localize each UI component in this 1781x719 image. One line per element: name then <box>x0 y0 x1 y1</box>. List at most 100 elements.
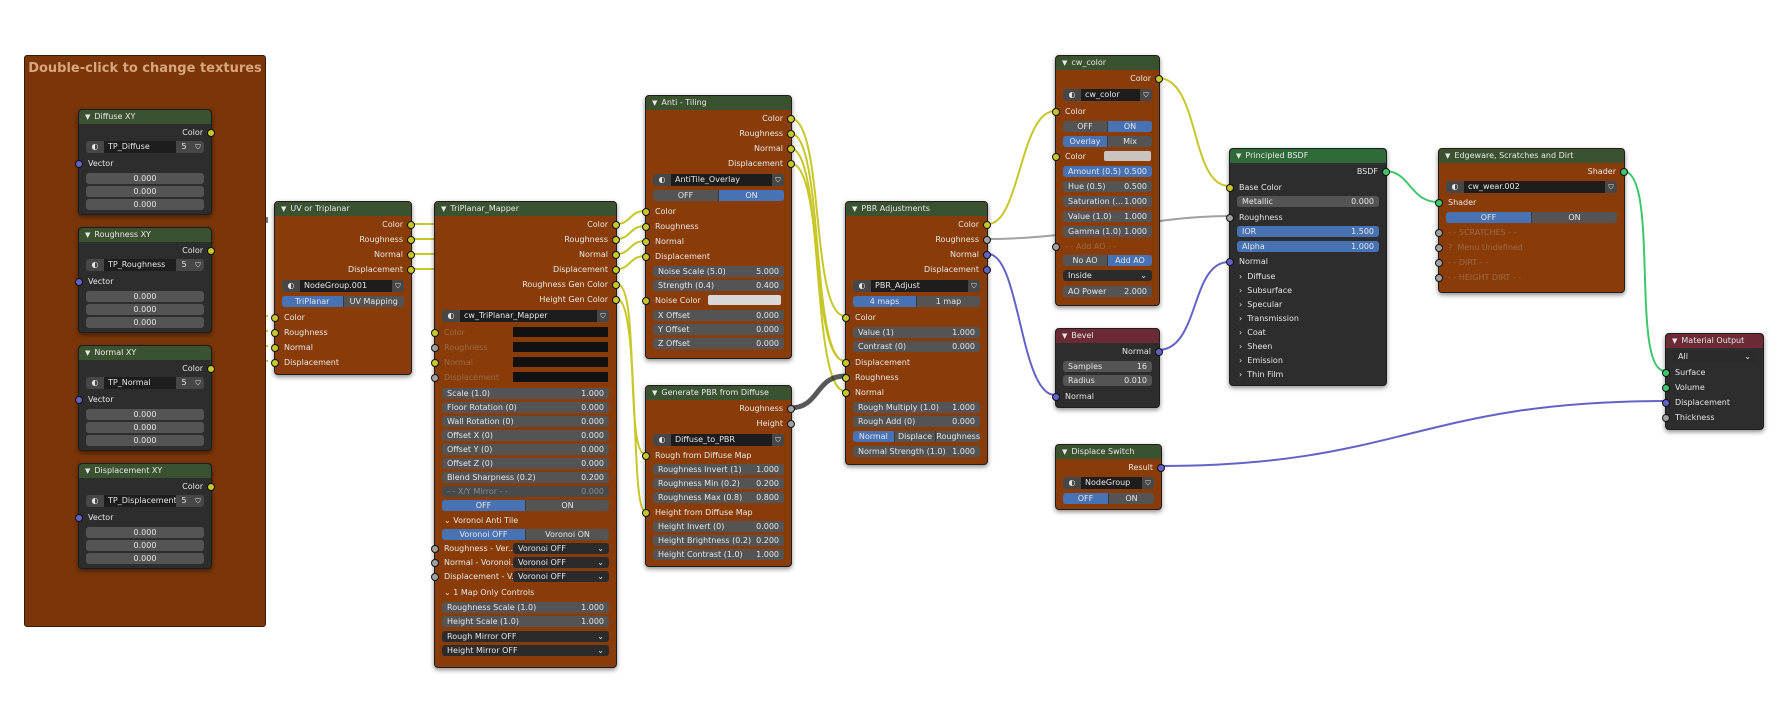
toggle-off[interactable]: OFF <box>653 190 718 201</box>
node-header[interactable]: ▼TriPlanar_Mapper <box>435 202 616 216</box>
vector-y[interactable]: 0.000 <box>86 186 204 197</box>
node-anti-tiling[interactable]: ▼Anti - Tiling Color Roughness Normal Di… <box>642 95 795 359</box>
vector-z[interactable]: 0.000 <box>86 317 204 328</box>
socket-output[interactable] <box>612 221 620 229</box>
socket-input[interactable] <box>642 452 650 460</box>
image-name[interactable]: TP_Diffuse <box>104 141 176 153</box>
socket-input[interactable] <box>271 344 279 352</box>
vector-z[interactable]: 0.000 <box>86 199 204 210</box>
chevron-right-icon[interactable]: › <box>1239 314 1248 323</box>
node-header[interactable]: ▼Diffuse XY <box>79 110 211 124</box>
node-header[interactable]: ▼Generate PBR from Diffuse <box>646 386 791 400</box>
socket-input[interactable] <box>431 359 439 367</box>
socket-input[interactable] <box>842 359 850 367</box>
chevron-down-icon[interactable]: ⌄ <box>444 588 454 597</box>
sphere-icon[interactable]: ◐ <box>853 280 871 292</box>
group-name[interactable]: AntiTile_Overlay <box>671 174 772 186</box>
fake-user-icon[interactable]: ⛉ <box>392 280 404 292</box>
group-name[interactable]: NodeGroup <box>1081 477 1142 489</box>
node-header[interactable]: ▼Roughness XY <box>79 228 211 242</box>
sphere-icon[interactable]: ◐ <box>86 495 104 507</box>
fake-user-icon[interactable]: ⛉ <box>192 141 204 153</box>
socket-input[interactable] <box>431 545 439 553</box>
image-name[interactable]: TP_Displacement <box>104 495 176 507</box>
chevron-down-icon[interactable]: ▼ <box>852 205 858 213</box>
socket-output[interactable] <box>1620 168 1628 176</box>
socket-output[interactable] <box>983 221 991 229</box>
chevron-down-icon[interactable]: ▼ <box>1062 59 1068 67</box>
field-offset-y[interactable]: Offset Y (0)0.000 <box>442 444 609 455</box>
chevron-down-icon[interactable]: ▼ <box>652 389 658 397</box>
panel-voronoi[interactable]: ⌄ Voronoi Anti Tile <box>435 514 616 527</box>
socket-input[interactable] <box>1052 393 1060 401</box>
socket-output[interactable] <box>787 130 795 138</box>
field-height-scale[interactable]: Height Scale (1.0)1.000 <box>442 616 609 627</box>
vector-y[interactable]: 0.000 <box>86 540 204 551</box>
node-header[interactable]: ▼Principled BSDF <box>1230 149 1386 163</box>
chevron-down-icon[interactable]: ⌄ <box>444 516 454 525</box>
toggle-on[interactable]: ON <box>1107 121 1152 132</box>
socket-input[interactable] <box>75 514 83 522</box>
field-height-brightness[interactable]: Height Brightness (0.2)0.200 <box>653 535 784 546</box>
field-noise-scale[interactable]: Noise Scale (5.0)5.000 <box>653 266 784 277</box>
dropdown[interactable]: Voronoi OFF⌄ <box>513 543 609 554</box>
chevron-right-icon[interactable]: › <box>1239 328 1248 337</box>
socket-input[interactable] <box>1226 258 1234 266</box>
socket-input[interactable] <box>75 396 83 404</box>
sphere-icon[interactable]: ◐ <box>86 259 104 271</box>
field-saturation[interactable]: Saturation (...1.000 <box>1063 196 1152 207</box>
panel-coat[interactable]: › Coat <box>1230 326 1386 339</box>
sphere-icon[interactable]: ◐ <box>1063 89 1081 101</box>
field-roughness-scale[interactable]: Roughness Scale (1.0)1.000 <box>442 602 609 613</box>
toggle-on[interactable]: ON <box>525 500 609 511</box>
color-swatch[interactable] <box>513 327 608 337</box>
group-name[interactable]: cw_TriPlanar_Mapper <box>460 310 597 322</box>
fake-user-icon[interactable]: ⛉ <box>1605 181 1617 193</box>
toggle-on[interactable]: ON <box>1108 493 1154 504</box>
panel-emission[interactable]: › Emission <box>1230 354 1386 367</box>
chevron-down-icon[interactable]: ▼ <box>85 349 91 357</box>
socket-input[interactable] <box>1052 108 1060 116</box>
node-header[interactable]: ▼Displacement XY <box>79 464 211 478</box>
vector-y[interactable]: 0.000 <box>86 304 204 315</box>
vector-x[interactable]: 0.000 <box>86 291 204 302</box>
group-name[interactable]: cw_color <box>1081 89 1140 101</box>
field-normal-strength[interactable]: Normal Strength (1.0)1.000 <box>853 446 980 457</box>
toggle-off[interactable]: OFF <box>1063 121 1107 132</box>
field-strength[interactable]: Strength (0.4)0.400 <box>653 280 784 291</box>
fake-user-icon[interactable]: ⛉ <box>597 310 609 322</box>
group-selector[interactable]: ◐cw_TriPlanar_Mapper⛉ <box>442 310 609 322</box>
field-gamma[interactable]: Gamma (1.0)1.000 <box>1063 226 1152 237</box>
sphere-icon[interactable]: ◐ <box>86 377 104 389</box>
color-swatch[interactable] <box>513 372 608 382</box>
fake-user-icon[interactable]: ⛉ <box>1140 89 1152 101</box>
node-header[interactable]: ▼UV or Triplanar <box>275 202 411 216</box>
panel-sheen[interactable]: › Sheen <box>1230 340 1386 353</box>
sphere-icon[interactable]: ◐ <box>282 280 300 292</box>
chevron-right-icon[interactable]: › <box>1239 356 1248 365</box>
chevron-right-icon[interactable]: › <box>1239 286 1248 295</box>
field-amount[interactable]: Amount (0.5)0.500 <box>1063 166 1152 177</box>
socket-output[interactable] <box>612 296 620 304</box>
field-height-contrast[interactable]: Height Contrast (1.0)1.000 <box>653 549 784 560</box>
group-selector[interactable]: ◐AntiTile_Overlay⛉ <box>653 174 784 186</box>
chevron-down-icon[interactable]: ▼ <box>441 205 447 213</box>
socket-input[interactable] <box>1662 384 1670 392</box>
socket-input[interactable] <box>1226 214 1234 222</box>
toggle-off[interactable]: OFF <box>1446 212 1531 223</box>
socket-input[interactable] <box>1435 244 1443 252</box>
socket-output[interactable] <box>1382 168 1390 176</box>
